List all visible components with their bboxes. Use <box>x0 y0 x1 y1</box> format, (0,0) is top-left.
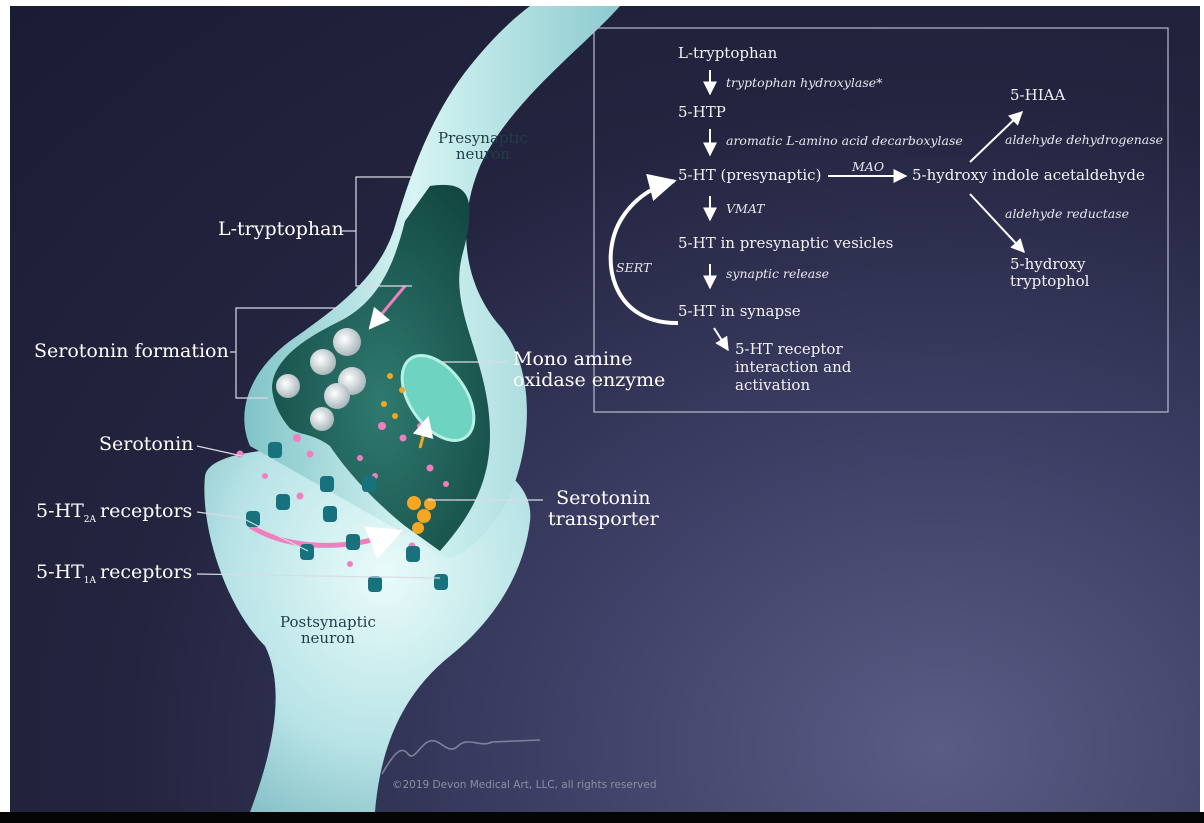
sert-reuptake-arrow <box>608 173 679 326</box>
presynaptic-neuron-label: Presynaptic neuron <box>438 129 528 163</box>
l-tryptophan-label: L-tryptophan <box>218 218 344 240</box>
mono-amine-oxidase-label: Mono amine oxidase enzyme <box>513 348 666 391</box>
serotonin-formation-label: Serotonin formation <box>34 340 229 362</box>
enzyme-mao: MAO <box>852 159 885 174</box>
bottom-border <box>0 812 1204 823</box>
pathway-box <box>593 27 1169 413</box>
node-5-ht-receptor: 5-HT receptor interaction and activation <box>735 340 852 394</box>
copyright-notice: ©2019 Devon Medical Art, LLC, all rights… <box>392 779 657 791</box>
serotonin-label: Serotonin <box>99 433 194 455</box>
presynaptic-cytoplasm <box>272 184 490 551</box>
enzyme-aldehyde-dehydrogenase: aldehyde dehydrogenase <box>1005 132 1164 147</box>
node-5-ht-synapse: 5-HT in synapse <box>678 302 801 320</box>
arrow-to-hiaa <box>969 111 1024 163</box>
transporter-arrow <box>412 415 434 449</box>
node-hydroxy-tryptophol: 5-hydroxy tryptophol <box>1010 255 1090 290</box>
synapse-illustration <box>196 6 1169 812</box>
postsynaptic-neuron-label: Postsynaptic neuron <box>280 613 376 647</box>
arrow-to-tryptophol <box>969 193 1025 254</box>
arrow-to-receptor <box>713 327 729 352</box>
enzyme-vmat: VMAT <box>726 201 765 216</box>
label-leader-lines <box>196 176 543 579</box>
enzyme-tryptophan-hydroxylase: tryptophan hydroxylase* <box>726 75 883 90</box>
node-5-ht-presynaptic: 5-HT (presynaptic) <box>678 166 822 184</box>
enzyme-aromatic-decarboxylase: aromatic L-amino acid decarboxylase <box>726 133 963 148</box>
serotonin-transporter <box>381 373 436 534</box>
node-5-ht-vesicles: 5-HT in presynaptic vesicles <box>678 234 894 252</box>
enzyme-sert: SERT <box>616 260 652 275</box>
node-5-htp: 5-HTP <box>678 103 726 121</box>
artist-signature <box>381 739 541 775</box>
serotonin-flow-arrow <box>248 523 404 559</box>
synaptic-vesicles <box>276 328 366 431</box>
enzyme-aldehyde-reductase: aldehyde reductase <box>1005 206 1130 221</box>
serotonin-transporter-label: Serotonin transporter <box>548 487 659 530</box>
enzyme-synaptic-release: synaptic release <box>726 266 830 281</box>
illustration-frame: Presynaptic neuron Postsynaptic neuron L… <box>10 6 1200 812</box>
serotonin-receptors <box>246 442 448 592</box>
tryptophan-flow-arrow <box>368 285 407 330</box>
node-hydroxy-indole-acetaldehyde: 5-hydroxy indole acetaldehyde <box>912 166 1145 184</box>
node-l-tryptophan: L-tryptophan <box>678 44 778 62</box>
node-5-hiaa: 5-HIAA <box>1010 86 1066 104</box>
